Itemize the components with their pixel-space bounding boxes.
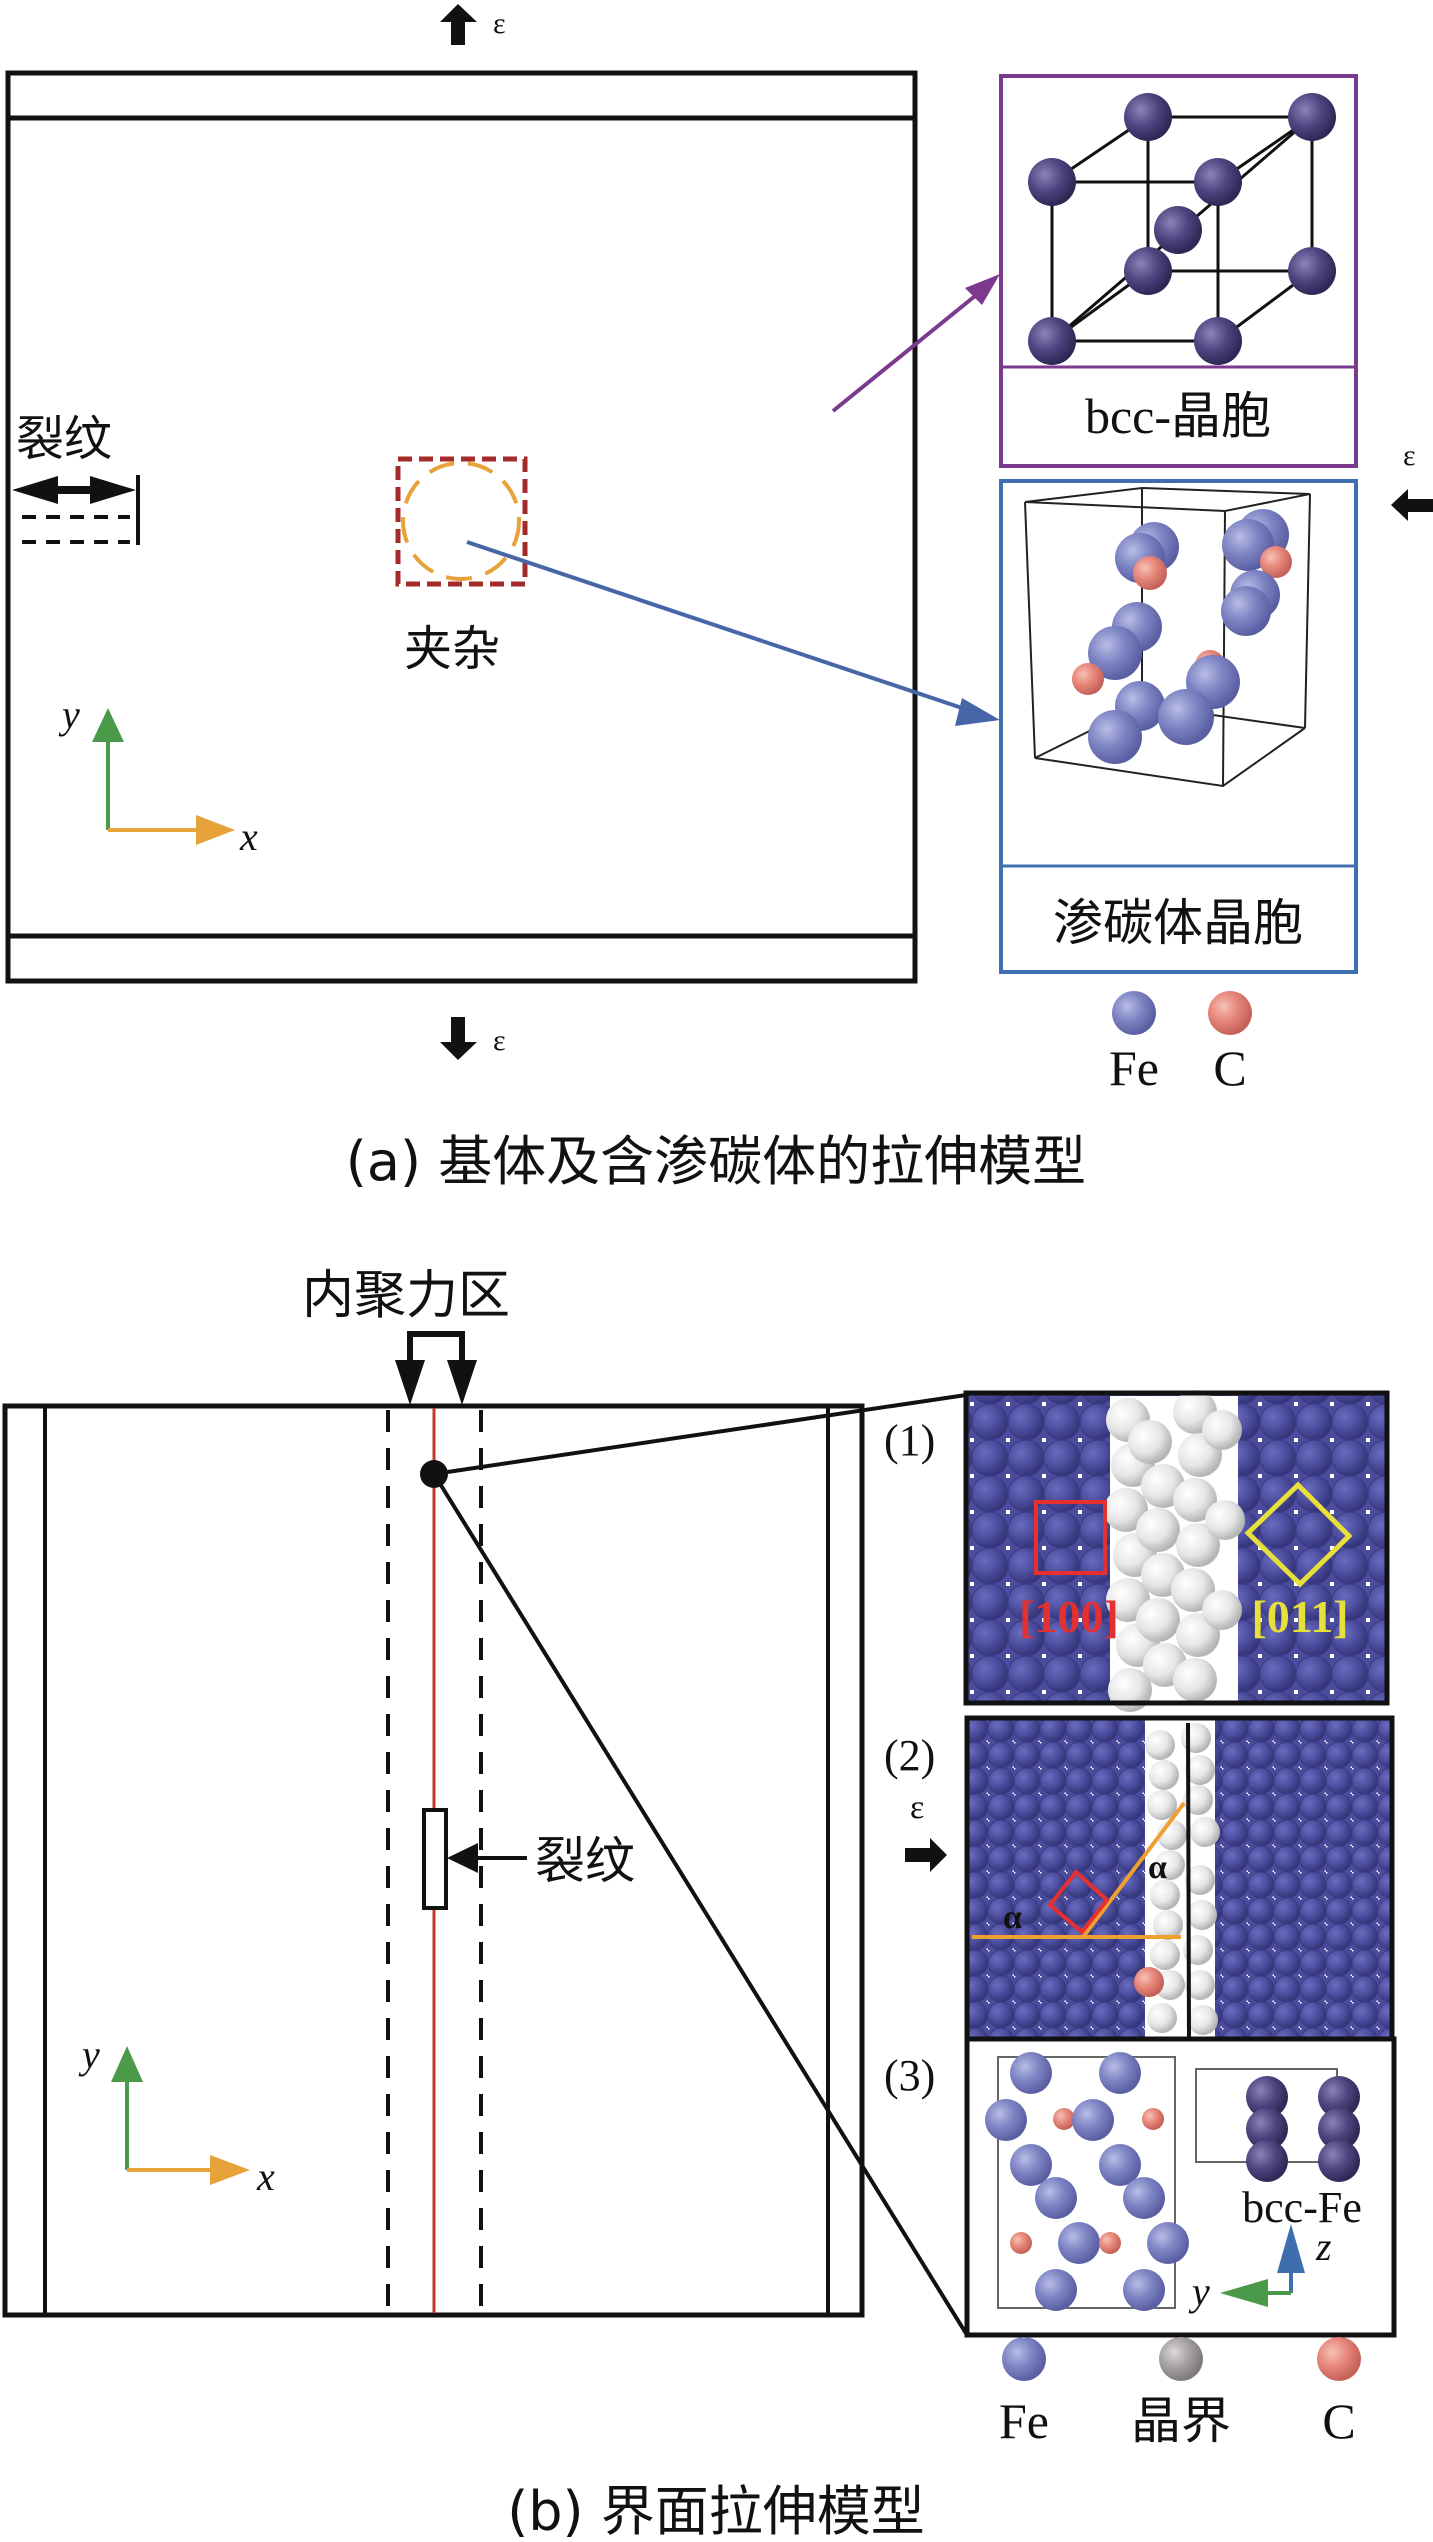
strain-label-bottom: ε (493, 1024, 506, 1057)
x-axis-arrow-icon (196, 815, 235, 845)
panel-a: ε ε 裂纹 夹杂 y x (5, 4, 1433, 1193)
legend-c-label-b: C (1322, 2393, 1355, 2449)
inset-2-inclined-guide (1081, 1801, 1186, 1939)
caption-a: (a) 基体及含渗碳体的拉伸模型 (346, 1130, 1086, 1193)
orientation-011-marker (1244, 1481, 1353, 1588)
x-axis-arrow-icon (210, 2155, 250, 2185)
cementite-atoms (1072, 509, 1292, 764)
legend-gb-label: 晶界 (1131, 2392, 1231, 2450)
y-axis-arrow-icon (1220, 2279, 1268, 2307)
z-axis-arrow-icon (1277, 2224, 1305, 2273)
axis-x-label: x (239, 814, 258, 859)
matrix-box (5, 70, 918, 984)
crack-pointer-arrow-icon (447, 1843, 527, 1873)
inset-1-index: (1) (884, 1416, 935, 1465)
crack-label-b: 裂纹 (535, 1832, 635, 1890)
legend-fe-swatch (1112, 991, 1156, 1035)
legend-fe-label: Fe (1109, 1040, 1159, 1096)
inset-3-structure-label: bcc-Fe (1242, 2183, 1362, 2232)
crack-label: 裂纹 (16, 411, 112, 467)
cohesive-zone-arrows-icon (395, 1331, 477, 1405)
bcc-cell-panel: bcc-晶胞 (999, 74, 1358, 468)
strain-label-top: ε (493, 7, 506, 40)
inset-1-grain-boundary-atoms (1104, 1390, 1245, 1712)
zoom-line-top (433, 1393, 967, 1476)
inset-3-axis-indicator (1220, 2224, 1305, 2307)
strain-arrow-up-icon (440, 4, 477, 45)
crack-length-arrow-icon (12, 475, 140, 545)
orientation-011-label: [011] (1251, 1591, 1348, 1642)
inset-2-carbon-atom (1134, 1967, 1164, 1997)
caption-b: (b) 界面拉伸模型 (507, 2480, 925, 2542)
interface-model-box (2, 1403, 865, 2318)
cohesive-zone-label: 内聚力区 (302, 1266, 510, 1326)
inset-3: bcc-Fe y z (964, 2036, 1397, 2338)
y-axis-arrow-icon (111, 2046, 143, 2082)
connector-arrow-cementite (466, 540, 1000, 726)
legend-fe-label-b: Fe (999, 2393, 1049, 2449)
bcc-cell-label: bcc-晶胞 (1085, 388, 1271, 444)
strain-arrow-down-icon (440, 1017, 477, 1060)
inset-3-cementite-atoms (985, 2052, 1189, 2311)
inset-3-cementite-cell (997, 2056, 1176, 2309)
strain-arrow-left-icon (1391, 489, 1433, 521)
inset-2-index: (2) (884, 1731, 935, 1780)
inset-2-grain-boundary-atoms (1145, 1720, 1220, 2040)
axis-y-label-b: y (78, 2032, 100, 2077)
legend-c-swatch-b (1317, 2337, 1361, 2381)
strain-label-b: ε (910, 1789, 924, 1826)
inset-3-axis-y: y (1188, 2269, 1210, 2314)
strain-label-right: ε (1403, 439, 1416, 472)
cementite-cell-panel: 渗碳体晶胞 (999, 479, 1358, 974)
orientation-100-marker (1034, 1500, 1107, 1575)
bcc-atoms (1028, 93, 1336, 365)
crack-b (422, 1808, 448, 1910)
inclusion-label: 夹杂 (404, 621, 500, 677)
axis-y-label: y (58, 692, 80, 737)
inset-2-angle-left: α (1003, 1899, 1022, 1936)
inset-3-index: (3) (884, 2051, 935, 2100)
orientation-100-label: [100] (1019, 1591, 1119, 1642)
inset-2-boundary-line (1186, 1722, 1191, 2041)
legend-gb-swatch (1159, 2337, 1203, 2381)
inset-2-unit-cell-marker (1047, 1869, 1110, 1935)
legend-a: Fe C (1109, 991, 1252, 1096)
inclusion-region (395, 456, 528, 587)
panel-b: 内聚力区 裂纹 y x (1) (2, 1266, 1397, 2542)
zoom-line-bottom (432, 1472, 969, 2337)
inset-1: [100] [011] (963, 1390, 1390, 1712)
inset-2-angle-right: α (1148, 1849, 1167, 1886)
legend-fe-swatch-b (1002, 2337, 1046, 2381)
axis-indicator-b (111, 2046, 250, 2185)
inclusion-circle (401, 461, 521, 581)
inset-3-bcc-atoms (1246, 2076, 1360, 2182)
axis-x-label-b: x (256, 2154, 275, 2199)
inset-2: α α (964, 1715, 1395, 2046)
cementite-cell-label: 渗碳体晶胞 (1053, 894, 1303, 952)
legend-b: Fe 晶界 C (999, 2337, 1361, 2450)
strain-arrow-right-icon (905, 1838, 947, 1872)
connector-arrow-bcc (831, 274, 1000, 413)
axis-indicator-a (92, 708, 235, 845)
y-axis-arrow-icon (92, 708, 124, 742)
legend-c-label: C (1213, 1040, 1246, 1096)
legend-c-swatch (1208, 991, 1252, 1035)
inset-3-axis-z: z (1315, 2224, 1332, 2269)
